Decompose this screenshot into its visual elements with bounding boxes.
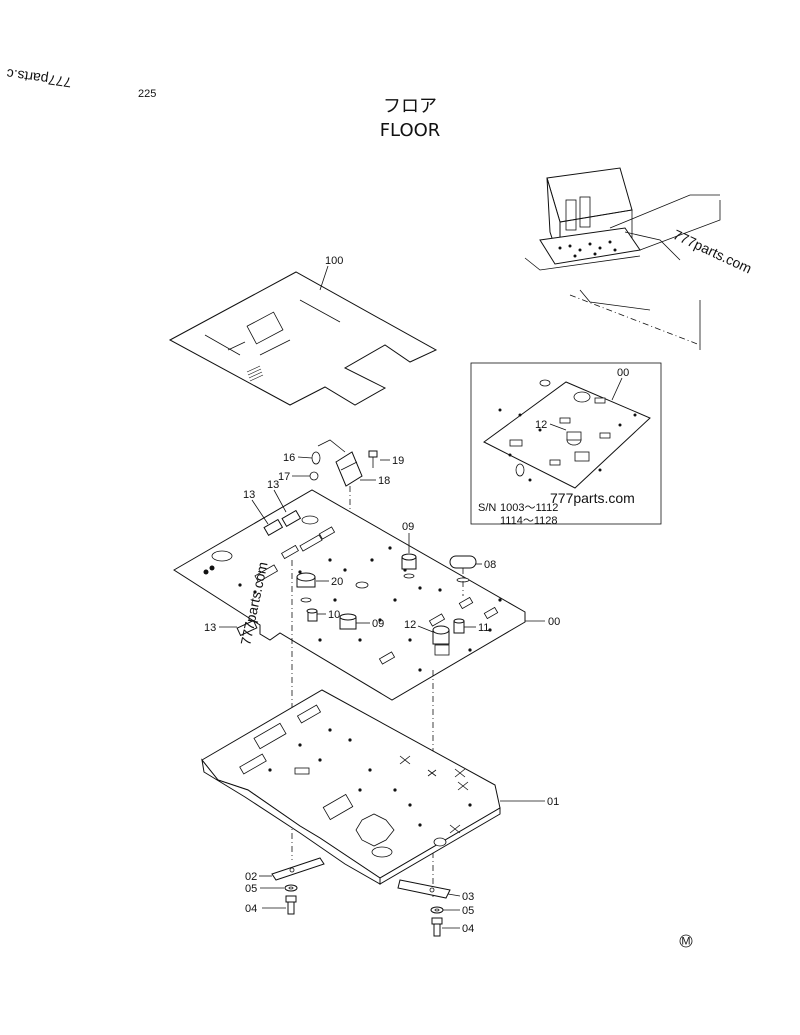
machine-overview-sketch xyxy=(524,167,721,350)
callout-16: 16 xyxy=(283,452,295,464)
plug-12 xyxy=(432,625,450,645)
plug-09-lower xyxy=(339,613,357,630)
callout-09-b: 09 xyxy=(372,618,384,630)
title-japanese: フロア xyxy=(383,96,437,117)
callout-100: 100 xyxy=(325,255,343,267)
leader-03 xyxy=(447,893,461,897)
leader-100 xyxy=(319,265,329,291)
floor-mat-100 xyxy=(168,271,438,406)
leader-12-inset xyxy=(549,423,567,431)
watermark-top-left: 777parts.c xyxy=(5,66,72,91)
leader-12 xyxy=(417,625,434,633)
bolt-04-left xyxy=(285,895,297,915)
corner-mark: M xyxy=(679,934,693,948)
callout-20: 20 xyxy=(331,576,343,588)
callout-05-b: 05 xyxy=(462,905,474,917)
callout-03: 03 xyxy=(462,891,474,903)
callout-04-b: 04 xyxy=(462,923,474,935)
bracket-assembly-18 xyxy=(309,439,378,540)
leader-13-b xyxy=(251,499,269,525)
callout-00: 00 xyxy=(548,616,560,628)
callout-13-a: 13 xyxy=(267,479,279,491)
callout-13-c: 13 xyxy=(204,622,216,634)
title-english: FLOOR xyxy=(380,120,441,141)
inset-box xyxy=(470,362,662,525)
leader-00-inset xyxy=(611,377,623,401)
page-number: 225 xyxy=(138,88,156,100)
plug-10 xyxy=(306,608,318,622)
callout-00-inset: 00 xyxy=(617,367,629,379)
plug-20 xyxy=(296,572,316,603)
washer-05-left xyxy=(284,884,298,892)
callout-11: 11 xyxy=(478,622,489,634)
plug-08 xyxy=(449,555,477,596)
plug-11 xyxy=(453,618,465,634)
bracket-02 xyxy=(271,857,325,881)
leader-13-a xyxy=(273,489,287,513)
callout-10: 10 xyxy=(328,609,340,621)
callout-19: 19 xyxy=(392,455,404,467)
callout-18: 18 xyxy=(378,475,390,487)
grommet-13-upper xyxy=(263,509,302,537)
svg-text:M: M xyxy=(681,936,690,948)
callout-09-a: 09 xyxy=(402,521,414,533)
callout-12: 12 xyxy=(404,619,416,631)
inset-sn-range-1: 1003～1112 xyxy=(500,502,558,514)
callout-08: 08 xyxy=(484,559,496,571)
floor-base-01 xyxy=(201,689,501,885)
inset-sn-range-2: 1114～1128 xyxy=(500,515,558,527)
callout-13-b: 13 xyxy=(243,489,255,501)
callout-12-inset: 12 xyxy=(535,419,547,431)
plug-09-top xyxy=(401,553,417,579)
callout-05-a: 05 xyxy=(245,883,257,895)
callout-04-a: 04 xyxy=(245,903,257,915)
callout-17: 17 xyxy=(278,471,290,483)
inset-sn-label: S/N xyxy=(478,502,496,514)
washer-05-right xyxy=(430,906,444,914)
bolt-04-right xyxy=(431,917,443,937)
bracket-03 xyxy=(397,879,451,899)
watermark-inset: 777parts.com xyxy=(550,490,635,506)
leader-16 xyxy=(297,456,313,459)
watermark-top-right: 777parts.com xyxy=(671,226,755,276)
grommet-13-lower xyxy=(236,619,258,637)
callout-02: 02 xyxy=(245,871,257,883)
callout-01: 01 xyxy=(547,796,559,808)
